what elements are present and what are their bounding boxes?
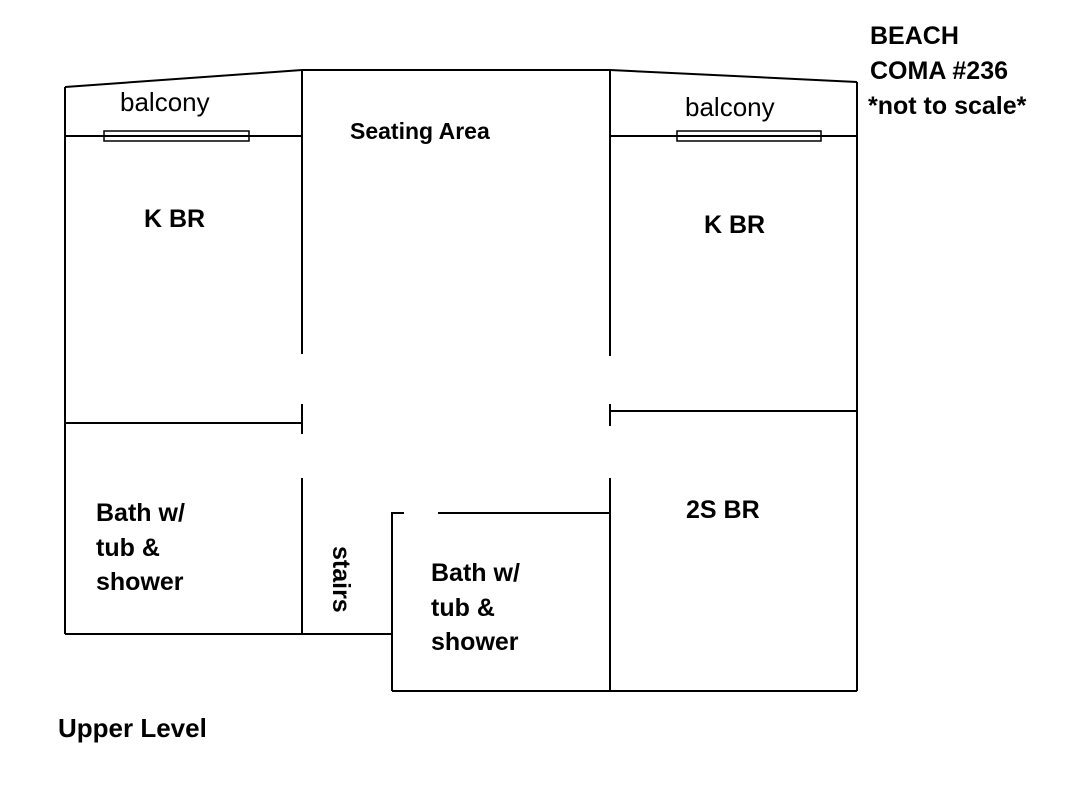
bath-center-label-line2: tub & bbox=[431, 594, 495, 622]
property-title-line2: COMA #236 bbox=[870, 57, 1008, 85]
balcony-right-railing bbox=[676, 130, 822, 142]
bath-center-label-line3: shower bbox=[431, 628, 519, 656]
level-label: Upper Level bbox=[58, 713, 207, 743]
property-title-line1: BEACH bbox=[870, 22, 959, 50]
bath-left-label-line1: Bath w/ bbox=[96, 499, 185, 527]
balcony-left-label: balcony bbox=[120, 87, 210, 117]
seating-area-label: Seating Area bbox=[350, 118, 490, 144]
balcony-left-railing bbox=[103, 130, 250, 142]
kbr-left-label: K BR bbox=[144, 205, 205, 233]
stairs-label: stairs bbox=[327, 546, 355, 613]
roof-right-wall bbox=[609, 69, 858, 83]
bath-left-label-line3: shower bbox=[96, 568, 184, 596]
bath-left-label-line2: tub & bbox=[96, 534, 160, 562]
kbr-right-label: K BR bbox=[704, 211, 765, 239]
br-2s-label: 2S BR bbox=[686, 496, 760, 524]
scale-note: *not to scale* bbox=[868, 92, 1027, 120]
roof-left-wall bbox=[64, 69, 303, 88]
bath-center-label-line1: Bath w/ bbox=[431, 559, 520, 587]
balcony-right-label: balcony bbox=[685, 92, 775, 122]
